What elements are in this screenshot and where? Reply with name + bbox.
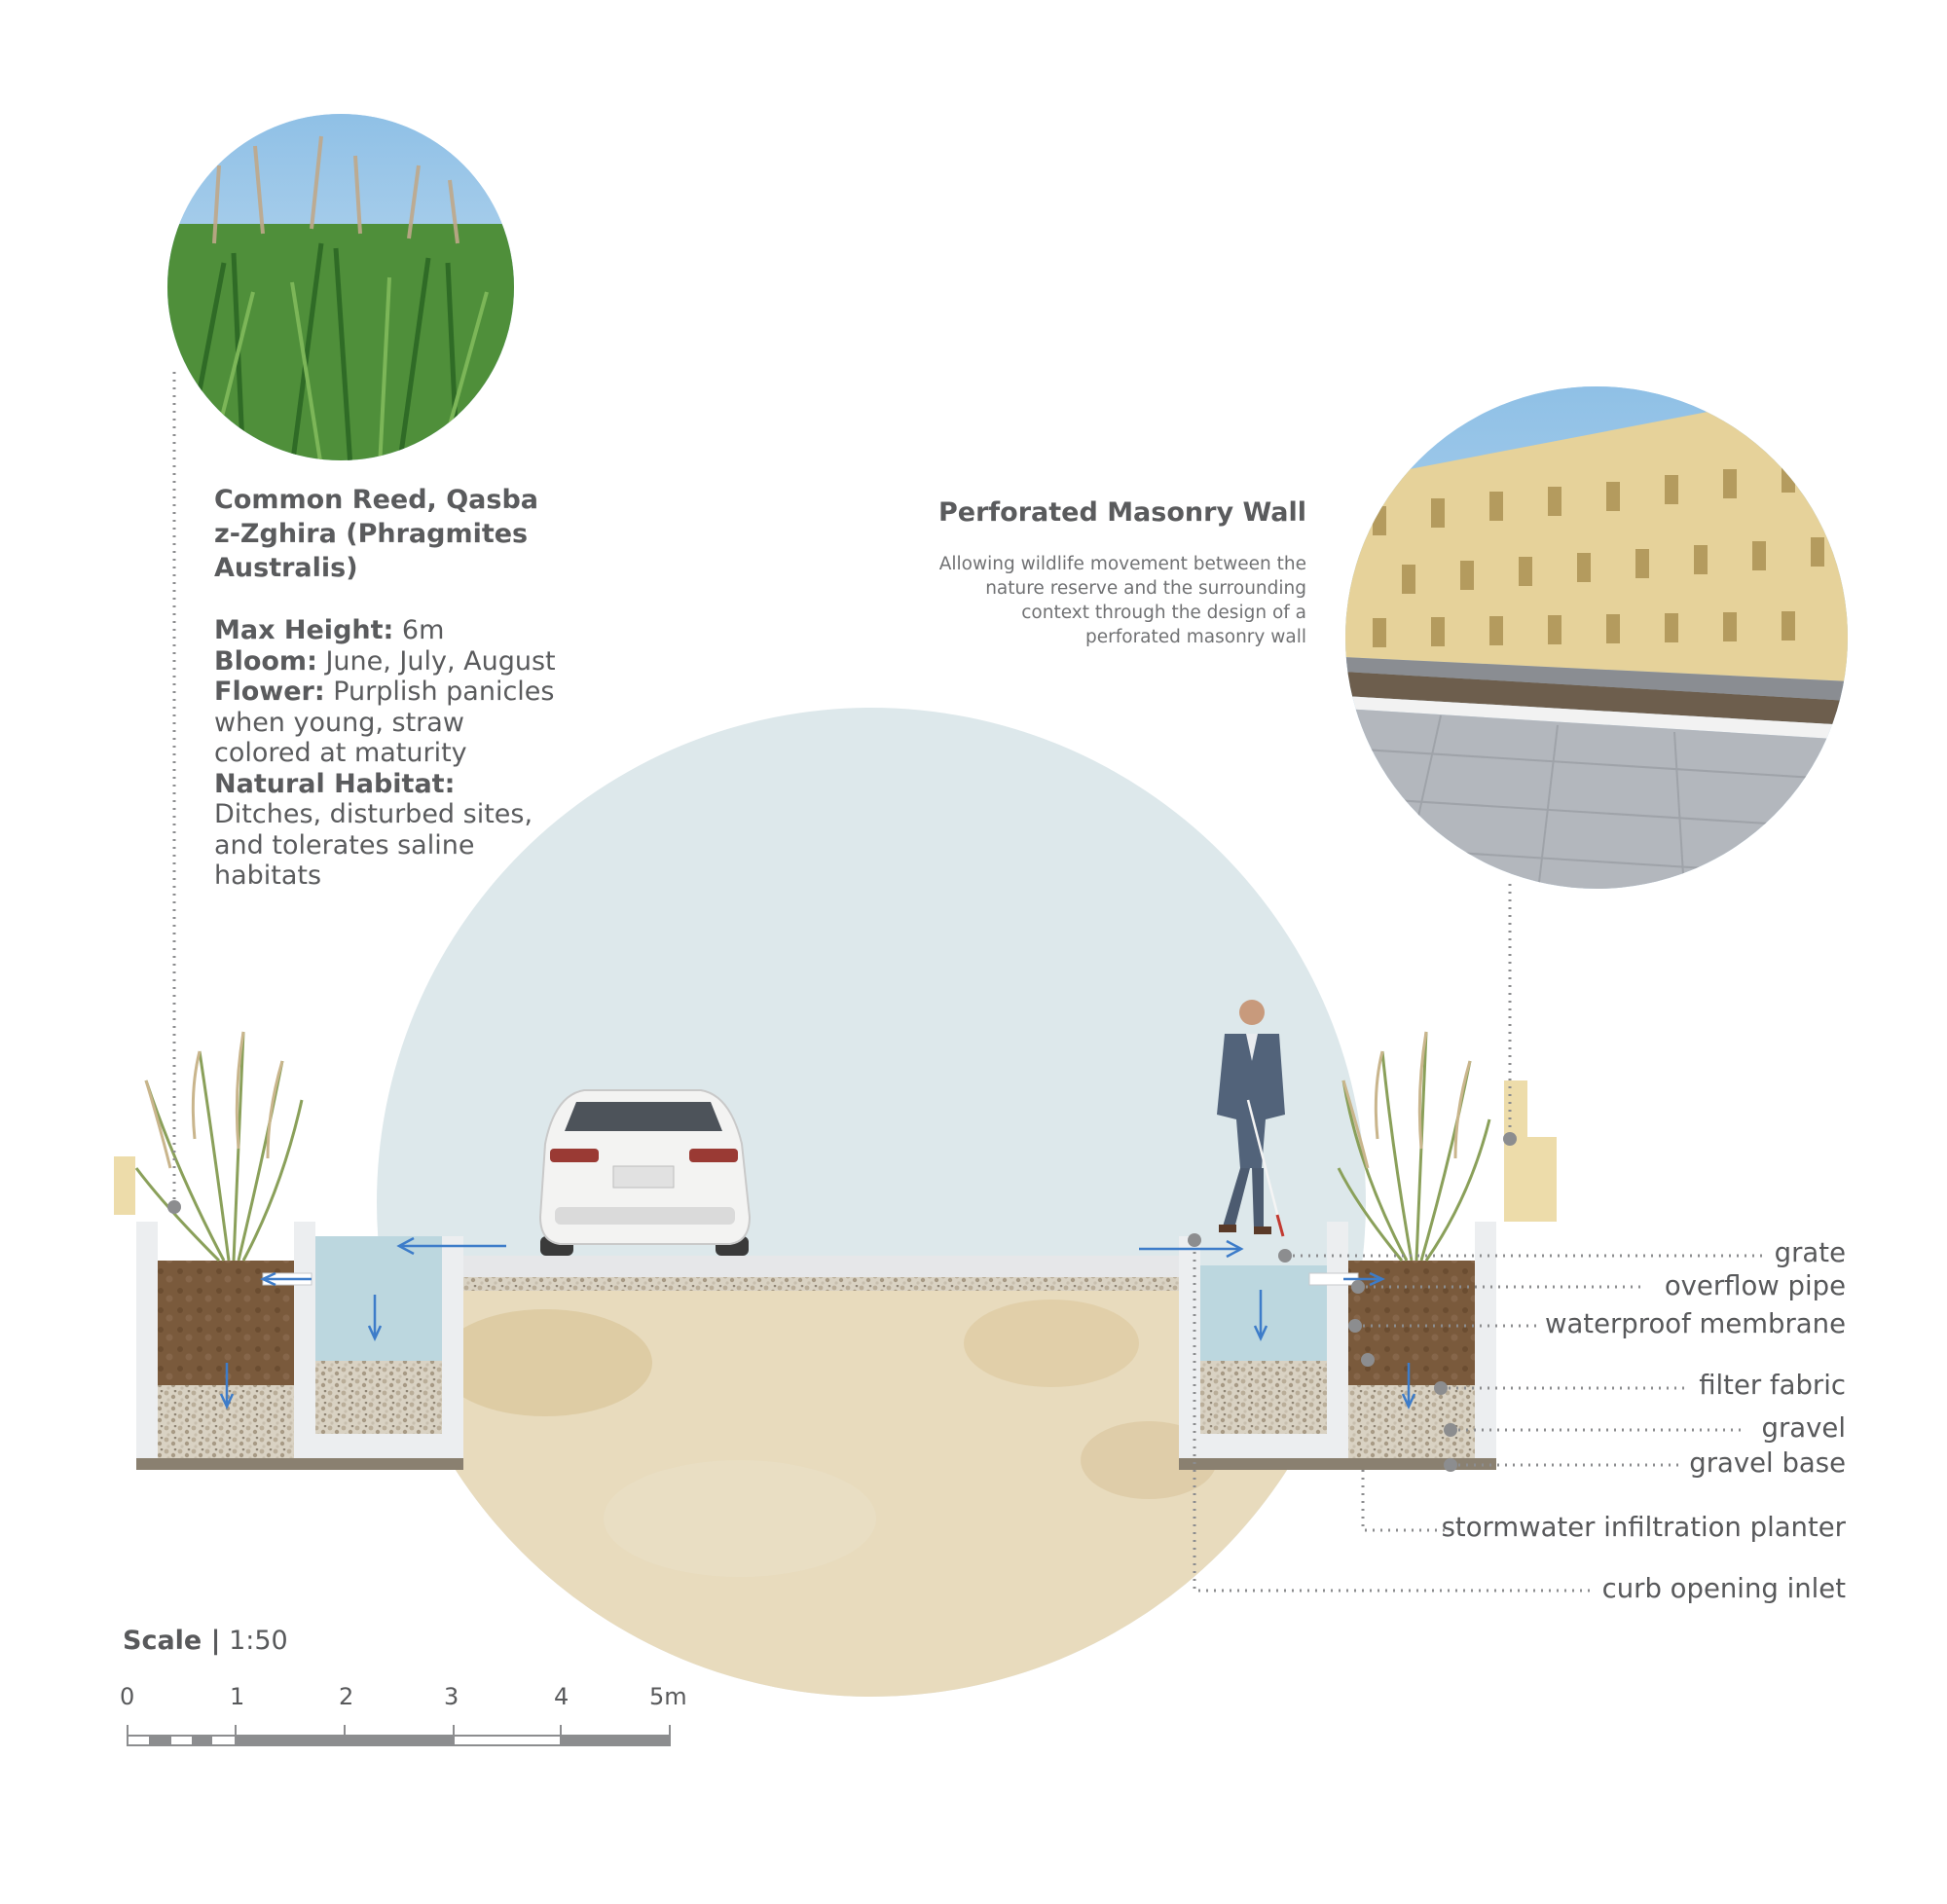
photo-leader-dots	[167, 1132, 1517, 1214]
scale-tick-0: 0	[120, 1683, 135, 1710]
reed-photo	[167, 114, 514, 460]
flow-arrows	[219, 1236, 1416, 1410]
road-section	[463, 1256, 1179, 1291]
callout-filter-fabric: filter fabric	[1699, 1370, 1846, 1401]
masonry-wall-photo	[1345, 386, 1848, 889]
spec-max-height: Max Height: 6m	[214, 615, 445, 645]
spec-bloom: Bloom: June, July, August	[214, 645, 556, 677]
right-grass	[1337, 1031, 1491, 1262]
right-planter-section	[1179, 1080, 1557, 1470]
wall-title: Perforated Masonry Wall	[938, 497, 1306, 528]
plant-specs: Max Height: 6m Bloom: June, July, August…	[214, 615, 565, 892]
callout-gravel: gravel	[1761, 1412, 1846, 1444]
left-grass	[134, 1031, 304, 1263]
spec-flower: Flower: Purplish panicles when young, st…	[214, 677, 555, 768]
callout-overflow-pipe: overflow pipe	[1664, 1270, 1846, 1301]
scale-bar	[127, 1725, 671, 1746]
pedestrian-with-cane	[1217, 1000, 1285, 1237]
callout-gravel-base: gravel base	[1689, 1447, 1846, 1479]
wall-description: Allowing wildlife movement between the n…	[938, 554, 1306, 647]
left-planter-section	[114, 1156, 463, 1470]
callout-dots	[1188, 1233, 1457, 1472]
callout-curb-opening-inlet: curb opening inlet	[1601, 1573, 1846, 1604]
scale-label: Scale | 1:50	[123, 1626, 288, 1656]
callout-stormwater-infiltration-planter: stormwater infiltration planter	[1441, 1512, 1846, 1543]
callout-leaders	[1193, 1244, 1767, 1593]
scale-tick-4: 4	[554, 1683, 569, 1710]
plant-title: Common Reed, Qasba z-Zghira (Phragmites …	[214, 485, 538, 583]
callout-grate: grate	[1774, 1237, 1846, 1268]
car-rear-view	[538, 1089, 752, 1256]
callout-waterproof-membrane: waterproof membrane	[1544, 1308, 1846, 1339]
scale-tick-2: 2	[339, 1683, 354, 1710]
spec-natural-habitat: Natural Habitat: Ditches, disturbed site…	[214, 768, 533, 892]
scale-tick-3: 3	[444, 1683, 459, 1710]
scale-tick-5m: 5m	[649, 1683, 687, 1710]
scale-tick-1: 1	[230, 1683, 245, 1710]
